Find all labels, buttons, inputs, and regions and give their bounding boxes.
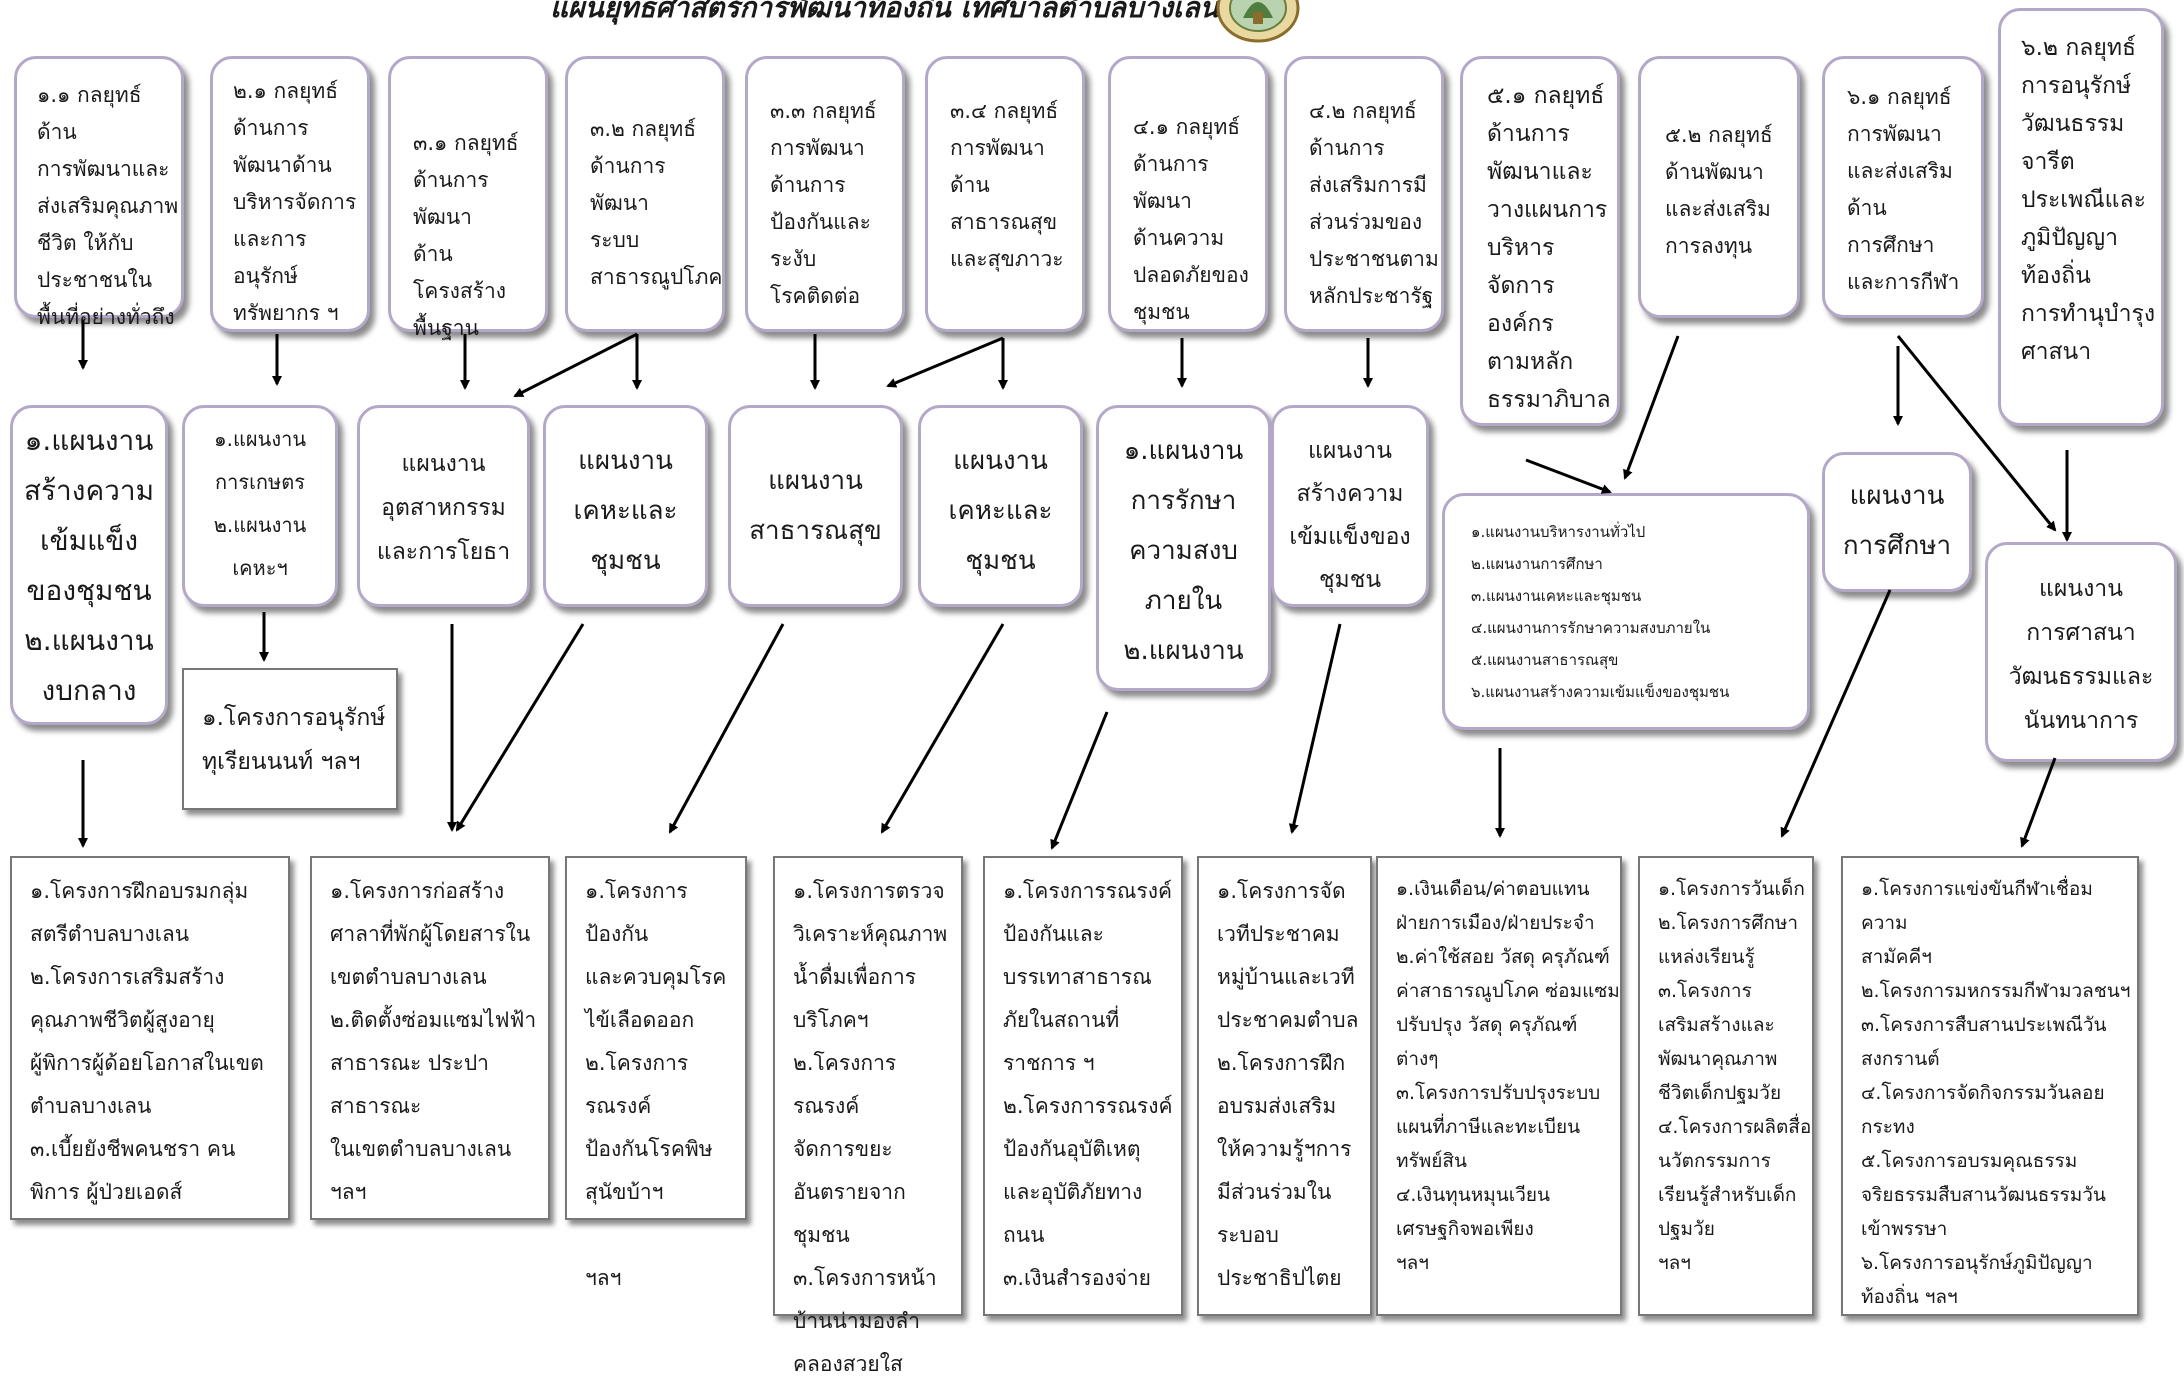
municipality-seal-logo (1216, 0, 1300, 43)
plan-text: แผนงาน การศาสนา วัฒนธรรมและ นันทนาการ (2008, 576, 2154, 734)
project-text: ๑.เงินเดือน/ค่าตอบแทน ฝ่ายการเมือง/ฝ่ายป… (1396, 878, 1620, 1274)
strategy-box-5-1: ๕.๑ กลยุทธ์ ด้านการ พัฒนาและ วางแผนการ บ… (1460, 56, 1620, 426)
plan-text: แผนงาน อุตสาหกรรม และการโยธา (376, 451, 511, 565)
project-box-health: ๑.โครงการตรวจ วิเคราะห์คุณภาพ น้ำดื่มเพื… (773, 856, 963, 1376)
plan-box-religion-culture: แผนงาน การศาสนา วัฒนธรรมและ นันทนาการ (1985, 542, 2177, 762)
plan-box-community-central: ๑.แผนงาน สร้างความ เข้มแข็ง ของชุมชน ๒.แ… (10, 405, 168, 725)
project-box-community: ๑.โครงการฝึกอบรมกลุ่ม สตรีตำบลบางเลน ๒.โ… (10, 856, 290, 1220)
strategy-text: ๕.๒ กลยุทธ์ ด้านพัฒนา และส่งเสริม การลงท… (1665, 123, 1773, 258)
arrow (1288, 623, 1342, 834)
strategy-text: ๖.๒ กลยุทธ์ การอนุรักษ์ วัฒนธรรม จารีต ป… (2021, 35, 2156, 365)
strategy-text: ๕.๑ กลยุทธ์ ด้านการ พัฒนาและ วางแผนการ บ… (1487, 83, 1611, 413)
strategy-box-3-4: ๓.๔ กลยุทธ์ การพัฒนาด้าน สาธารณสุข และสุ… (925, 56, 1085, 332)
plan-box-admin-multi: ๑.แผนงานบริหารงานทั่วไป ๒.แผนงานการศึกษา… (1442, 493, 1810, 730)
plan-box-housing-community: แผนงาน เคหะและ ชุมชน (918, 405, 1083, 607)
arrow (2020, 757, 2057, 848)
strategy-text: ๔.๑ กลยุทธ์ ด้านการพัฒนา ด้านความ ปลอดภั… (1133, 115, 1249, 324)
arrow (668, 623, 785, 834)
project-box-durian-conservation: ๑.โครงการอนุรักษ์ ทุเรียนนนท์ ฯลฯ (182, 668, 398, 810)
strategy-box-5-2: ๕.๒ กลยุทธ์ ด้านพัฒนา และส่งเสริม การลงท… (1638, 56, 1800, 318)
plan-text: ๑.แผนงาน สร้างความ เข้มแข็ง ของชุมชน ๒.แ… (23, 424, 155, 707)
project-text: ๑.โครงการจัด เวทีประชาคม หมู่บ้านและเวที… (1217, 879, 1359, 1290)
strategy-box-2-1: ๒.๑ กลยุทธ์ ด้านการ พัฒนาด้าน บริหารจัดก… (210, 56, 370, 332)
strategy-box-6-1: ๖.๑ กลยุทธ์ การพัฒนา และส่งเสริม ด้าน กา… (1822, 56, 1984, 318)
project-text: ๑.โครงการป้องกัน และควบคุมโรค ไข้เลือดออ… (585, 879, 727, 1290)
page-title: แผนยุทธศาสตร์การพัฒนาท้องถิ่น เทศบาลตำบล… (550, 0, 1219, 24)
arrow (880, 623, 1005, 834)
strategy-text: ๔.๒ กลยุทธ์ ด้านการ ส่งเสริมการมี ส่วนร่… (1309, 99, 1439, 308)
project-box-infrastructure: ๑.โครงการก่อสร้าง ศาลาที่พักผู้โดยสารใน … (310, 856, 550, 1220)
plan-box-education: แผนงาน การศึกษา (1822, 452, 1972, 592)
project-box-safety: ๑.โครงการรณรงค์ ป้องกันและ บรรเทาสาธารณ … (983, 856, 1183, 1316)
plan-box-internal-security: ๑.แผนงาน การรักษา ความสงบ ภายใน ๒.แผนงาน (1096, 405, 1271, 691)
arrow (886, 336, 1004, 388)
plan-box-agriculture-housing: ๑.แผนงาน การเกษตร ๒.แผนงาน เคหะฯ (182, 405, 338, 607)
project-box-disease-control: ๑.โครงการป้องกัน และควบคุมโรค ไข้เลือดออ… (565, 856, 747, 1290)
arrow (455, 623, 585, 832)
plan-box-public-health: แผนงาน สาธารณสุข (728, 405, 903, 607)
strategy-text: ๓.๔ กลยุทธ์ การพัฒนาด้าน สาธารณสุข และสุ… (950, 99, 1064, 271)
project-text: ๑.โครงการวันเด็ก ๒.โครงการศึกษา แหล่งเรี… (1658, 878, 1812, 1274)
strategy-box-3-3: ๓.๓ กลยุทธ์ การพัฒนา ด้านการ ป้องกันและ … (745, 56, 905, 332)
strategy-box-6-2: ๖.๒ กลยุทธ์ การอนุรักษ์ วัฒนธรรม จารีต ป… (1998, 8, 2164, 426)
strategy-text: ๓.๒ กลยุทธ์ ด้านการ พัฒนา ระบบ สาธารณูปโ… (590, 117, 723, 289)
plan-text: แผนงาน เคหะและ ชุมชน (948, 446, 1053, 576)
project-text: ๑.โครงการรณรงค์ ป้องกันและ บรรเทาสาธารณ … (1003, 879, 1173, 1290)
project-box-administration: ๑.เงินเดือน/ค่าตอบแทน ฝ่ายการเมือง/ฝ่ายป… (1376, 856, 1622, 1316)
plan-text: ๑.แผนงาน การรักษา ความสงบ ภายใน ๒.แผนงาน (1123, 436, 1244, 666)
strategy-box-4-1: ๔.๑ กลยุทธ์ ด้านการพัฒนา ด้านความ ปลอดภั… (1108, 56, 1268, 332)
arrow (513, 332, 638, 398)
arrow (1050, 711, 1109, 850)
strategy-box-3-1: ๓.๑ กลยุทธ์ ด้านการพัฒนา ด้านโครงสร้าง พ… (388, 56, 548, 340)
strategy-text: ๒.๑ กลยุทธ์ ด้านการ พัฒนาด้าน บริหารจัดก… (233, 79, 357, 325)
plan-text: แผนงาน การศึกษา (1842, 481, 1952, 561)
arrow (1780, 589, 1892, 838)
plan-text: ๑.แผนงานบริหารงานทั่วไป ๒.แผนงานการศึกษา… (1471, 523, 1730, 701)
strategy-text: ๓.๓ กลยุทธ์ การพัฒนา ด้านการ ป้องกันและ … (770, 99, 877, 308)
project-box-participation: ๑.โครงการจัด เวทีประชาคม หมู่บ้านและเวที… (1197, 856, 1372, 1316)
project-box-education: ๑.โครงการวันเด็ก ๒.โครงการศึกษา แหล่งเรี… (1638, 856, 1814, 1316)
connector-arrows (78, 320, 2072, 850)
project-text: ๑.โครงการก่อสร้าง ศาลาที่พักผู้โดยสารใน … (330, 879, 537, 1204)
plan-text: ๑.แผนงาน การเกษตร ๒.แผนงาน เคหะฯ (213, 427, 307, 580)
plan-box-community-strength: แผนงาน สร้างความ เข้มแข็งของ ชุมชน (1271, 405, 1429, 607)
arrow (1623, 335, 1680, 480)
plan-text: แผนงาน สาธารณสุข (749, 466, 882, 546)
plan-box-industry-works: แผนงาน อุตสาหกรรม และการโยธา (357, 405, 530, 607)
plan-text: แผนงาน สร้างความ เข้มแข็งของ ชุมชน (1289, 438, 1411, 593)
project-text: ๑.โครงการฝึกอบรมกลุ่ม สตรีตำบลบางเลน ๒.โ… (30, 879, 264, 1204)
project-text: ๑.โครงการอนุรักษ์ ทุเรียนนนท์ ฯลฯ (202, 705, 386, 775)
strategy-text: ๖.๑ กลยุทธ์ การพัฒนา และส่งเสริม ด้าน กา… (1847, 85, 1960, 294)
strategy-box-1-1: ๑.๑ กลยุทธ์ด้าน การพัฒนาและ ส่งเสริมคุณภ… (14, 56, 184, 329)
plan-box-housing-community: แผนงาน เคหะและ ชุมชน (543, 405, 708, 607)
strategy-box-3-2: ๓.๒ กลยุทธ์ ด้านการ พัฒนา ระบบ สาธารณูปโ… (565, 56, 725, 332)
strategy-box-4-2: ๔.๒ กลยุทธ์ ด้านการ ส่งเสริมการมี ส่วนร่… (1284, 56, 1444, 332)
arrow (1896, 335, 2057, 532)
strategy-text: ๑.๑ กลยุทธ์ด้าน การพัฒนาและ ส่งเสริมคุณภ… (37, 83, 179, 329)
arrow (1525, 458, 1612, 494)
plan-text: แผนงาน เคหะและ ชุมชน (573, 446, 678, 576)
strategy-text: ๓.๑ กลยุทธ์ ด้านการพัฒนา ด้านโครงสร้าง พ… (413, 131, 519, 340)
